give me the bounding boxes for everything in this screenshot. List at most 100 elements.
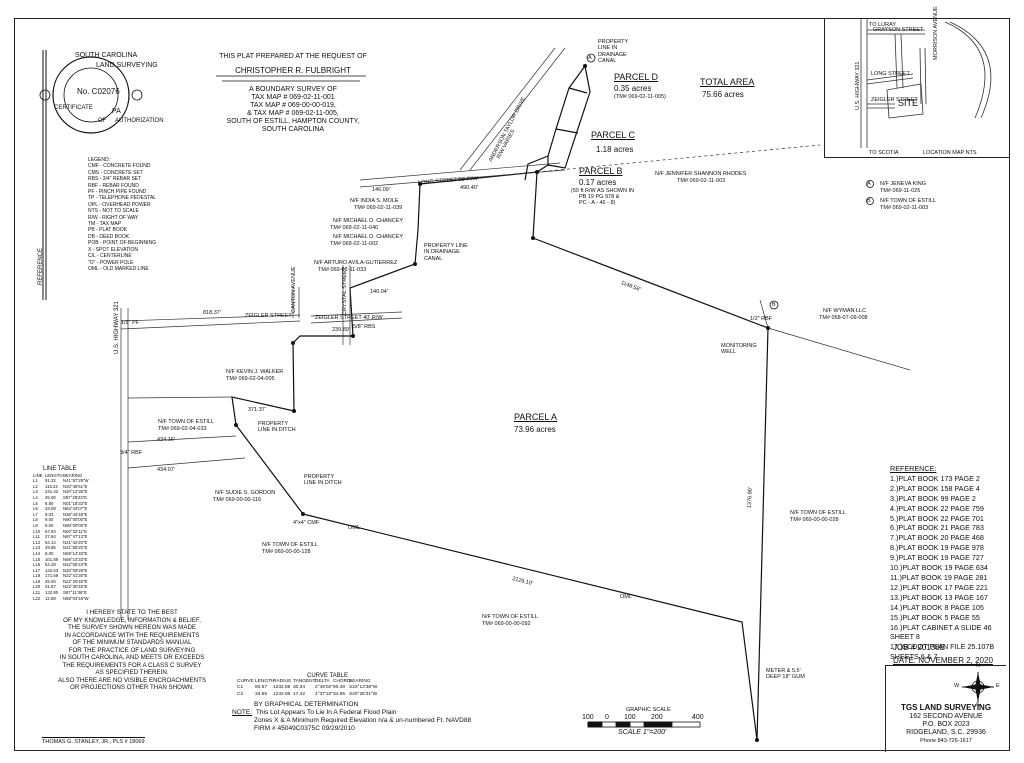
table-cell: 34.85 — [333, 691, 346, 697]
table-cell: N58°04'46"W — [63, 595, 89, 601]
job-number: JOB # 20138B — [893, 643, 946, 652]
compass-w: W — [954, 683, 960, 689]
owner-gordon: N/F SUDIE S. GORDON — [215, 490, 276, 496]
parcel-a-area: 73.96 acres — [514, 425, 556, 434]
dist-walker: 371.37' — [248, 407, 266, 413]
reference-item: 9.)PLAT BOOK 19 PAGE 727 — [890, 553, 984, 563]
owner-rhodes-tm: TM# 069-02-11-003 — [677, 178, 726, 184]
pin-label-1: 4"x4" CMF — [293, 520, 320, 526]
curve-table-header-cell: BEARING — [349, 679, 371, 685]
map-key-b: B — [772, 302, 776, 308]
table-cell: L9 — [33, 522, 38, 528]
parcel-c-area: 1.18 acres — [596, 145, 634, 154]
table-cell: C1 — [237, 685, 244, 691]
parcel-b-area: 0.17 acres — [579, 178, 617, 187]
reference-item: 7.)PLAT BOOK 20 PAGE 468 — [890, 533, 984, 543]
table-cell: 34.85 — [255, 691, 268, 697]
owner-chancey1: N/F MICHAEL D. CHANCEY — [333, 218, 404, 224]
vicinity-highway: U.S. HIGHWAY 321 — [855, 61, 861, 111]
reference-item: 8.)PLAT BOOK 19 PAGE 978 — [890, 543, 984, 553]
table-cell: L4 — [33, 494, 38, 500]
curve-table-header-cell: RADIUS — [273, 679, 292, 685]
location-map: TO LURAY GRAYSON STREET MORRISON AVENUE … — [824, 6, 1010, 158]
table-cell: L8 — [33, 517, 38, 523]
reference-item: 5.)PLAT BOOK 22 PAGE 701 — [890, 513, 984, 523]
parcel-d-area: 0.35 acres — [614, 84, 652, 93]
table-cell: L1 — [33, 478, 38, 484]
table-cell: 25.00 — [45, 578, 56, 584]
table-cell: L12 — [33, 539, 41, 545]
dist-east: 1376.90' — [747, 487, 754, 509]
owner-gordon-tm: TM# 069-00-00-116 — [213, 497, 262, 503]
reference-item: 15.)PLAT BOOK 5 PAGE 55 — [890, 612, 980, 622]
street-zeigler-rw: ZEIGLER STREET 40' R/W — [315, 315, 383, 321]
table-cell: 1232.86 — [273, 685, 291, 691]
map-key-a: A — [588, 55, 592, 61]
seal-arc-top: SOUTH CAROLINA — [75, 52, 138, 59]
dist-zeigler: 818.37' — [203, 310, 221, 316]
note-oml-2: OML — [620, 594, 632, 600]
table-row: L21 132.80 S87°11'36"E — [33, 590, 93, 596]
seal-arc-left: CERTIFICATE — [54, 105, 93, 111]
table-cell: 17.42 — [293, 691, 306, 697]
table-cell: 80.67 — [255, 685, 268, 691]
scale-tick-100a: 100 — [582, 714, 594, 721]
owner-walker: N/F KEVIN J. WALKER — [226, 369, 284, 375]
table-cell: 30.34 — [293, 685, 306, 691]
table-cell: L21 — [33, 590, 41, 596]
dist-long2: 146.09' — [372, 187, 390, 193]
company-phone: Phone 843-726-1617 — [920, 738, 972, 744]
reference-item: SHEETS 6 & 7 — [890, 652, 938, 662]
graphic-scale-bar — [587, 721, 701, 728]
reference-item: 3.)PLAT BOOK 99 PAGE 2 — [890, 493, 976, 503]
seal-cert-number: No. C02076 — [77, 87, 120, 96]
reference-item: 6.)PLAT BOOK 21 PAGE 783 — [890, 523, 984, 533]
key-b-tm: TM# 069-02-11-003 — [880, 205, 929, 211]
line-table-header-cell: BEARING — [63, 472, 83, 478]
company-addr3: RIDGELAND, S.C. 29936 — [906, 729, 986, 736]
reference-item: 14.)PLAT BOOK 8 PAGE 105 — [890, 602, 984, 612]
dist-long: 490.40' — [460, 185, 478, 191]
table-cell: L5 — [33, 500, 38, 506]
vicinity-grayson: GRAYSON STREET — [873, 27, 924, 33]
owner-avila: N/F ARTURO AVILA-GUTIERREZ — [314, 260, 398, 266]
table-cell: N22°05'24"E — [63, 562, 88, 568]
owner-estill4: N/F TOWN OF ESTILL — [790, 510, 847, 516]
parcel-a-boundary — [532, 237, 769, 741]
table-cell: N84°44'07"E — [63, 506, 88, 512]
table-cell: N20°09'28"E — [63, 567, 88, 573]
table-cell: N87°47'13"E — [63, 534, 88, 540]
table-cell: S87°11'36"E — [63, 590, 87, 596]
vicinity-long: LONG STREET — [871, 71, 910, 77]
owner-estill3-tm: TM# 069-00-00-092 — [482, 621, 531, 627]
table-cell: 54.28 — [45, 562, 56, 568]
vicinity-to-luray: TO LURAY — [869, 22, 896, 28]
table-cell: L7 — [33, 511, 38, 517]
vicinity-to-scotia: TO SCOTIA — [869, 150, 899, 156]
key-b-owner: N/F TOWN OF ESTILL — [880, 198, 937, 204]
table-cell: 132.80 — [45, 590, 59, 596]
owner-estill2: N/F TOWN OF ESTILL — [262, 542, 319, 548]
reference-item: 4.)PLAT BOOK 22 PAGE 759 — [890, 503, 984, 513]
scale-text: SCALE 1"=200' — [618, 729, 667, 736]
company-addr2: P.O. BOX 2023 — [922, 721, 970, 728]
seal-arc-top2: LAND SURVEYING — [96, 62, 158, 69]
street-highway: U.S. HIGHWAY 321 — [114, 301, 120, 354]
note-oml-1: OML — [348, 525, 360, 531]
table-cell: 9.00 — [45, 522, 54, 528]
dist-avila: 140.04' — [370, 289, 388, 295]
table-row: L9 9.00 N90°00'00"E — [33, 523, 93, 529]
table-cell: 27.84 — [45, 534, 56, 540]
table-cell: N68°14'33"E — [63, 550, 88, 556]
table-cell: N90°00'00"E — [63, 522, 88, 528]
table-cell: 142.53 — [45, 567, 59, 573]
